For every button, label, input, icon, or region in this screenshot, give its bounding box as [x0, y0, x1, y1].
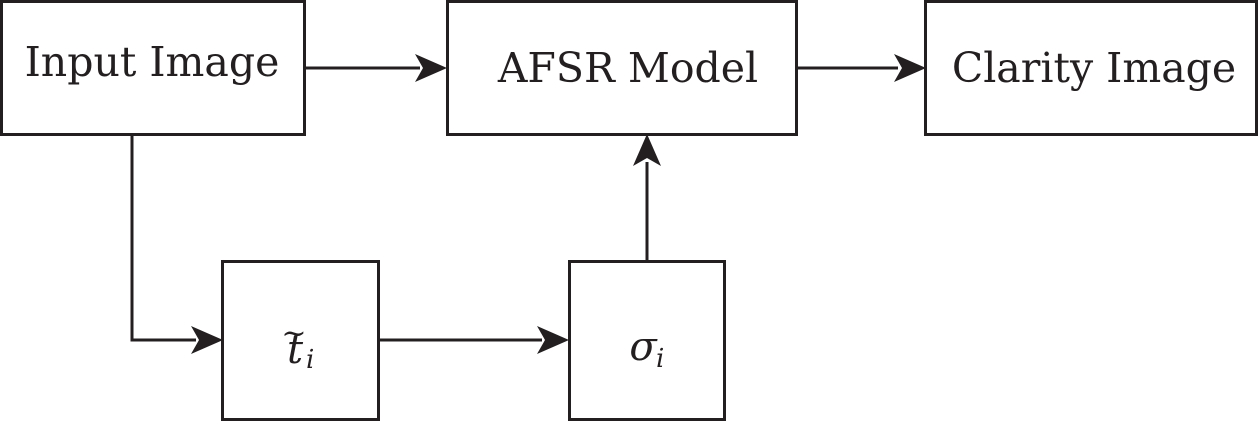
- sigma-subscript: i: [656, 344, 664, 374]
- afsr-model-box: [446, 0, 798, 136]
- edge-afsr-to-clarity: [797, 54, 926, 82]
- node-afsr-model: AFSR Model: [446, 0, 798, 136]
- node-clarity-image: Clarity Image: [924, 0, 1258, 136]
- sigma-symbol: σ: [629, 324, 658, 370]
- sigma-i-box: [568, 260, 726, 421]
- t-subscript: i: [306, 345, 314, 375]
- node-sigma-i: σ i: [568, 260, 726, 421]
- t-tilde-i-box: [221, 260, 380, 421]
- edge-t-tilde-to-sigma: [380, 326, 569, 354]
- edge-input-to-t-tilde: [130, 135, 223, 354]
- edge-input-to-afsr: [305, 54, 447, 82]
- t-tilde-accent: ~: [281, 316, 306, 351]
- input-image-box: [0, 0, 306, 136]
- t-symbol: t: [287, 327, 304, 373]
- clarity-image-box: [924, 0, 1258, 136]
- node-t-tilde-i: ~ t i: [221, 260, 380, 421]
- input-image-label: Input Image: [25, 38, 280, 86]
- edge-sigma-to-afsr: [633, 134, 661, 261]
- clarity-image-label: Clarity Image: [952, 44, 1236, 92]
- edges: [130, 54, 926, 354]
- afsr-model-label: AFSR Model: [497, 44, 758, 92]
- node-input-image: Input Image: [0, 0, 306, 136]
